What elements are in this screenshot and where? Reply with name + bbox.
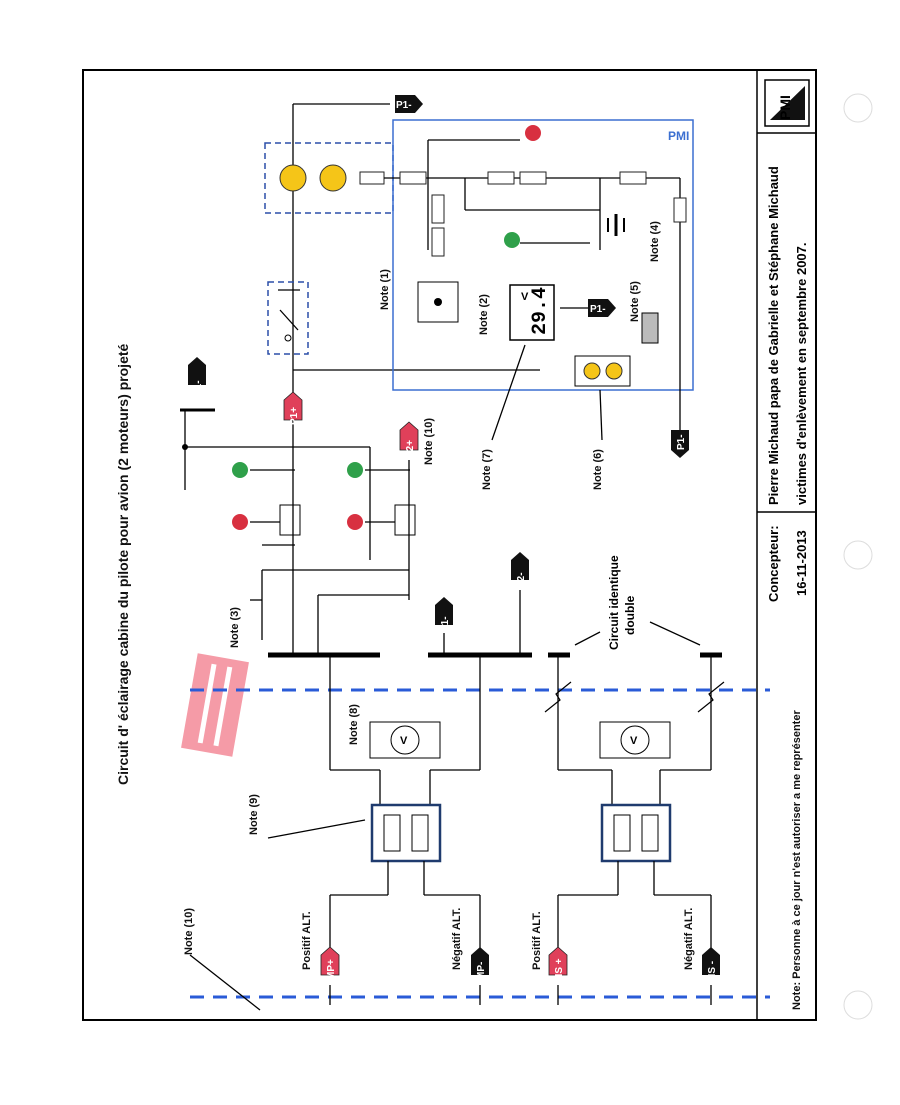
break-mark-2	[697, 681, 725, 713]
footer-note: Note: Personne à ce jour n'est autoriser…	[791, 710, 803, 1010]
label-positif-alt-mp: Positif ALT.	[301, 911, 313, 970]
drawing-border	[82, 69, 817, 1021]
note-7: Note (7)	[481, 449, 493, 490]
note-10-left: Note (10)	[183, 908, 195, 955]
voltmeter-gauge-1	[390, 725, 420, 755]
tag-ms-minus-text: MS -	[707, 961, 718, 982]
pmi-label: PMI	[668, 129, 689, 143]
tag-mp-minus-text: MP-	[476, 962, 487, 980]
red-stamp	[181, 653, 249, 757]
green-led-1	[232, 462, 248, 478]
green-led-2	[347, 462, 363, 478]
relay-1	[279, 504, 301, 536]
voltmeter-gauge-2-label: V	[630, 735, 638, 747]
label-positif-alt-ms: Positif ALT.	[531, 911, 543, 970]
label-negatif-alt-mp: Négatif ALT.	[451, 908, 463, 970]
break-mark-1	[544, 681, 572, 713]
binder-hole	[843, 540, 873, 570]
note-3: Note (3)	[229, 607, 241, 648]
circuit-identique-line1: Circuit identique	[607, 555, 621, 650]
note-6: Note (6)	[592, 449, 604, 490]
note-1: Note (1)	[379, 269, 391, 310]
pmi-logo: PMI	[764, 79, 810, 127]
cabin-light-1	[279, 164, 307, 192]
breaker-block-1	[370, 803, 442, 863]
design-date: 16-11-2013	[794, 530, 809, 596]
note-8: Note (8)	[348, 704, 360, 745]
voltmeter-reading: 29.4	[529, 287, 552, 335]
tag-p1-minus-bus-text: P1-	[440, 616, 451, 632]
binder-hole	[843, 93, 873, 123]
tag-p2-plus-text: P2+	[405, 440, 416, 458]
red-led-1	[232, 514, 248, 530]
connector	[359, 171, 385, 185]
tag-p2-minus-text: P2-	[516, 572, 527, 588]
note-5: Note (5)	[629, 281, 641, 322]
voltmeter-display	[509, 284, 555, 341]
tag-p1-minus-right-text: P1-	[676, 434, 687, 450]
relay-2	[394, 504, 416, 536]
svg-text:PMI: PMI	[777, 95, 793, 120]
circuit-identique-line2: double	[623, 595, 637, 635]
tag-p1-plus-text: P1+	[289, 407, 300, 425]
concepteur-label: Concepteur:	[766, 525, 781, 602]
battery-symbol	[607, 214, 625, 236]
note-10-top: Note (10)	[423, 418, 435, 465]
switch-box	[267, 281, 309, 355]
red-led-2	[347, 514, 363, 530]
switch-contact	[284, 334, 292, 342]
binder-hole	[843, 990, 873, 1020]
cabin-light-2	[319, 164, 347, 192]
note-9: Note (9)	[248, 794, 260, 835]
credit-line-2: victimes d'enlèvement en septembre 2007.	[794, 243, 809, 506]
voltmeter-gauge-1-label: V	[400, 735, 408, 747]
diagram-title: Circuit d' éclairage cabine du pilote po…	[115, 343, 131, 785]
voltmeter-unit: V	[521, 291, 529, 303]
voltmeter-gauge-2	[620, 725, 650, 755]
tag-p1-minus-pmi-text: P1-	[590, 304, 606, 315]
tag-ms-plus-text: MS +	[554, 958, 565, 982]
breaker-block-2	[600, 803, 672, 863]
control-switch	[417, 281, 459, 323]
red-indicator	[525, 125, 541, 141]
tag-mp-plus-text: MP+	[326, 959, 337, 980]
note-4: Note (4)	[649, 221, 661, 262]
terminal-block	[641, 312, 659, 344]
pmi-box	[392, 119, 694, 391]
tag-p1-minus-mid-text: P1-	[193, 380, 204, 396]
tag-p1-minus-top-text: P1-	[396, 100, 412, 111]
label-negatif-alt-ms: Négatif ALT.	[683, 908, 695, 970]
green-indicator	[504, 232, 520, 248]
credit-line-1: Pierre Michaud papa de Gabrielle et Stép…	[766, 166, 781, 505]
note-2: Note (2)	[478, 294, 490, 335]
